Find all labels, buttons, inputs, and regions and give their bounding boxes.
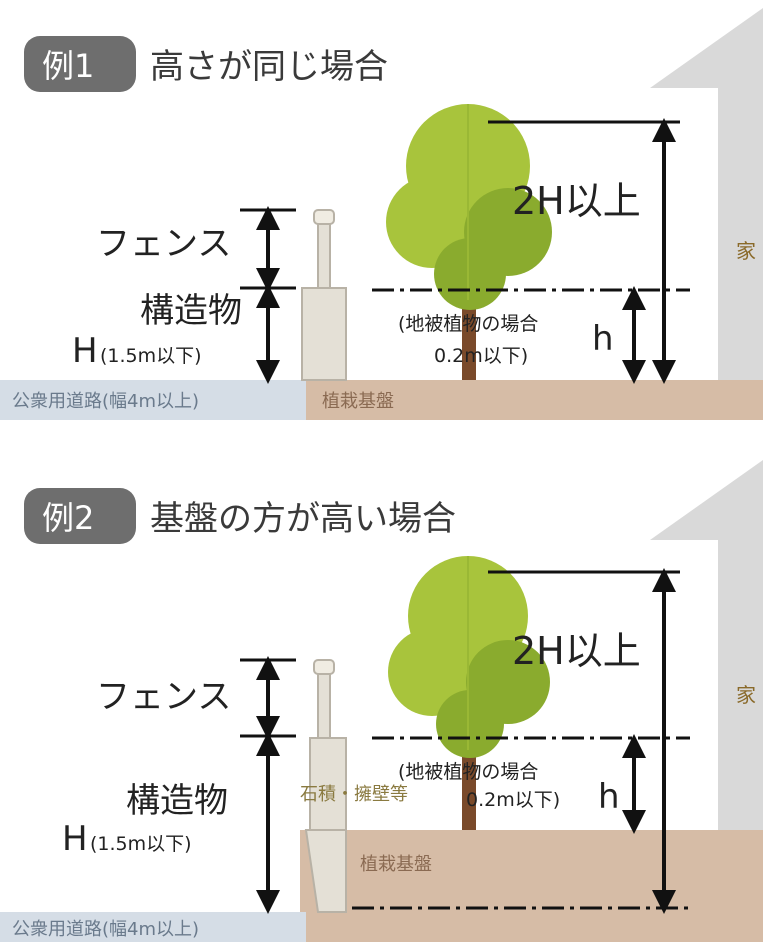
tree-height-label: 2H以上 — [512, 179, 641, 223]
house-shape — [650, 8, 763, 380]
example-badge — [24, 36, 136, 92]
ground-cover-note-2: 0.2m以下) — [434, 345, 528, 367]
structure-block — [301, 287, 347, 381]
tree-height-label: 2H以上 — [512, 629, 641, 673]
ground-cover-note-1: (地被植物の場合 — [398, 761, 538, 783]
house-label: 家 — [736, 239, 756, 263]
fence-label: フェンス — [96, 224, 231, 264]
example-title: 基盤の方が高い場合 — [150, 499, 456, 539]
road-label: 公衆用道路(幅4m以上) — [12, 919, 199, 940]
height-note: (1.5m以下) — [100, 345, 202, 367]
bed-label: 植栽基盤 — [322, 391, 394, 412]
example-1: 家 公衆用道路(幅4m以上) 植栽基盤 例1 高さが同じ場合 フェンス 構造物 … — [0, 8, 763, 420]
ground-cover-note-1: (地被植物の場合 — [398, 313, 538, 335]
small-h-label: h — [592, 319, 614, 359]
tree-crown — [436, 690, 504, 758]
planting-bed-strip — [306, 380, 763, 420]
tree-crown — [434, 238, 506, 310]
structure-label: 構造物 — [140, 291, 242, 331]
raised-bed — [300, 830, 763, 912]
fence-label: フェンス — [96, 677, 231, 717]
house-shape — [650, 460, 763, 830]
example-title: 高さが同じ場合 — [150, 47, 388, 87]
fence-post — [317, 213, 331, 289]
small-h-label: h — [598, 777, 620, 817]
structure-label: 構造物 — [126, 781, 228, 821]
road-label: 公衆用道路(幅4m以上) — [12, 391, 199, 412]
house-label: 家 — [736, 683, 756, 707]
road-strip — [0, 380, 306, 420]
wall-label: 石積・擁壁等 — [300, 784, 408, 805]
fence-cap — [313, 209, 335, 225]
road-strip — [0, 912, 306, 942]
bed-label: 植栽基盤 — [360, 854, 432, 875]
example-badge — [24, 488, 136, 544]
height-letter: H — [72, 331, 98, 371]
height-letter: H — [62, 819, 88, 859]
fence-post — [317, 663, 331, 739]
height-note: (1.5m以下) — [90, 833, 192, 855]
example-2: 家 公衆用道路(幅4m以上) 植栽基盤 例2 基盤の方が高い場合 石積・擁壁等 … — [0, 460, 763, 942]
badge-text: 例1 — [42, 47, 94, 85]
badge-text: 例2 — [42, 499, 94, 537]
fence-cap — [313, 659, 335, 675]
ground-cover-note-2: 0.2m以下) — [466, 789, 560, 811]
